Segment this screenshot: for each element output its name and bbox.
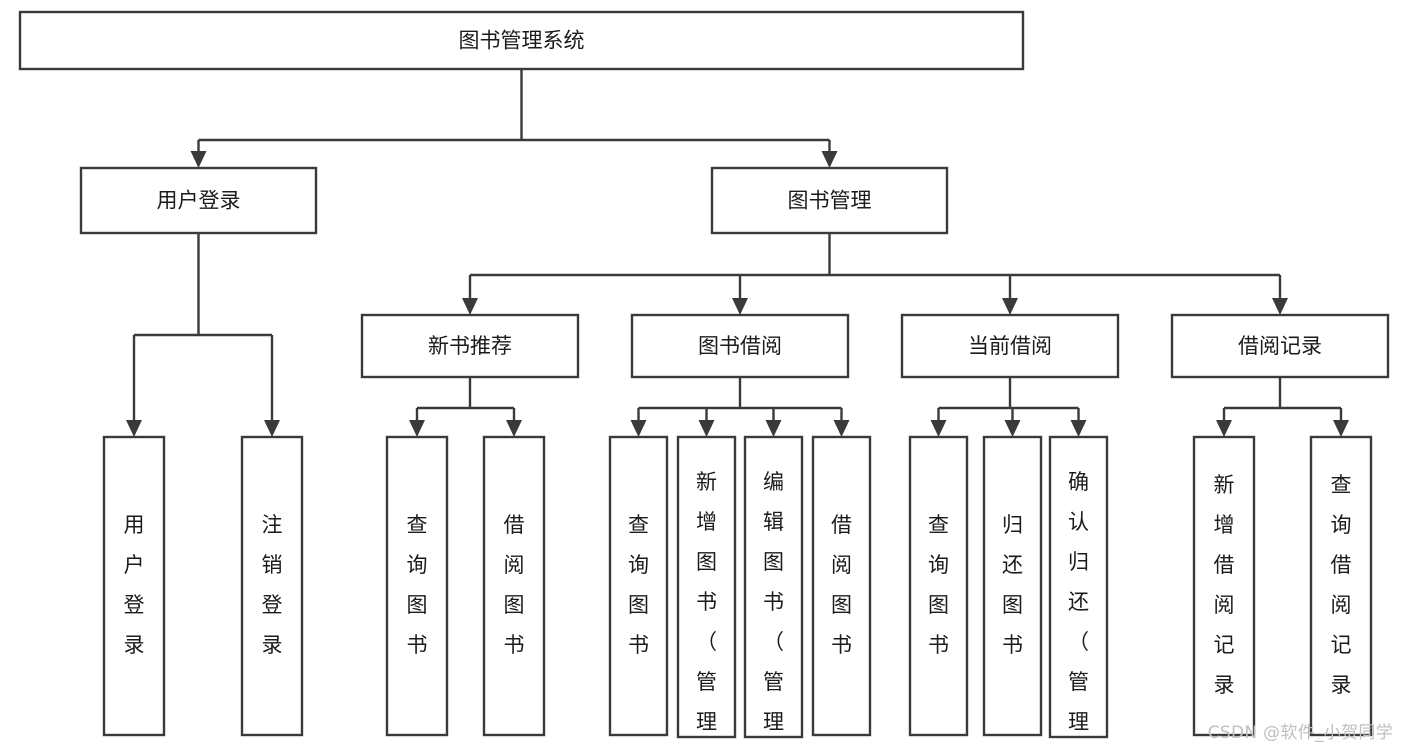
node-leaf-12-查询借阅记录[interactable]: 查询借阅记录 [1309,435,1373,737]
node-leaf-2-查询图书[interactable]: 查询图书 [385,435,449,737]
node-root-图书管理系统[interactable]: 图书管理系统 [18,10,1025,71]
node-leaf-1-注销登录-label: 注销登录 [262,513,283,657]
node-leaf-9-归还图书-rect [982,435,1043,737]
node-l2-图书管理[interactable]: 图书管理 [710,166,949,235]
arrow-head-icon-l3-1-3 [833,420,850,437]
node-leaf-12-查询借阅记录-label: 查询借阅记录 [1331,473,1352,697]
node-leaf-4-查询图书-label: 查询图书 [628,513,649,657]
node-leaf-10-确认归还管理员-label: 确认归还（管理员） [1068,470,1089,747]
arrow-head-icon-l3-2-0 [930,420,947,437]
arrow-head-icon-mgmt-0 [462,298,478,315]
arrow-head-icon-root-1 [821,151,838,168]
node-leaf-7-借阅图书[interactable]: 借阅图书 [811,435,872,737]
arrow-head-icon-login-0 [126,420,142,437]
node-root-图书管理系统-rect [18,10,1025,71]
node-l3-新书推荐-label: 新书推荐 [428,334,512,358]
node-leaf-7-借阅图书-rect [811,435,872,737]
node-leaf-3-借阅图书[interactable]: 借阅图书 [482,435,546,737]
node-leaf-9-归还图书-label: 归还图书 [1002,513,1023,657]
arrow-head-icon-l3-3-0 [1216,420,1232,437]
node-leaf-12-查询借阅记录-rect [1309,435,1373,737]
arrow-head-icon-l3-1-0 [630,420,647,437]
arrow-head-icon-l3-0-0 [409,420,425,437]
node-l2-用户登录[interactable]: 用户登录 [79,166,318,235]
node-leaf-3-借阅图书-label: 借阅图书 [504,513,525,657]
node-leaf-5-新增图书管理员-rect [676,435,737,739]
connectors-layer [126,69,1349,437]
node-l3-新书推荐[interactable]: 新书推荐 [360,313,580,379]
node-leaf-8-查询图书-rect [908,435,969,737]
node-l2-图书管理-label: 图书管理 [788,189,872,213]
node-leaf-10-确认归还管理员-rect [1048,435,1109,739]
arrow-head-icon-l3-3-1 [1333,420,1349,437]
arrow-head-icon-l3-1-2 [765,420,782,437]
node-l3-借阅记录-label: 借阅记录 [1238,334,1322,358]
node-leaf-4-查询图书-rect [608,435,669,737]
node-leaf-0-用户登录[interactable]: 用户登录 [102,435,166,737]
node-leaf-1-注销登录-rect [240,435,304,737]
node-leaf-0-用户登录-label: 用户登录 [124,513,145,657]
node-l3-图书借阅-rect [630,313,850,379]
arrow-head-icon-mgmt-1 [732,298,748,315]
node-root-图书管理系统-label: 图书管理系统 [459,29,585,53]
arrow-head-icon-mgmt-2 [1002,298,1018,315]
node-l3-当前借阅-label: 当前借阅 [968,334,1052,358]
node-leaf-0-用户登录-rect [102,435,166,737]
arrow-head-icon-l3-1-1 [698,420,715,437]
node-l3-当前借阅-rect [900,313,1120,379]
node-l3-新书推荐-rect [360,313,580,379]
node-leaf-7-借阅图书-label: 借阅图书 [831,513,852,657]
node-l2-图书管理-rect [710,166,949,235]
arrow-head-icon-l3-2-2 [1070,420,1087,437]
node-l3-借阅记录[interactable]: 借阅记录 [1170,313,1390,379]
node-leaf-8-查询图书[interactable]: 查询图书 [908,435,969,737]
arrow-head-icon-l3-0-1 [506,420,522,437]
node-leaf-11-新增借阅记录-rect [1192,435,1256,737]
node-leaf-4-查询图书[interactable]: 查询图书 [608,435,669,737]
node-leaf-2-查询图书-label: 查询图书 [407,513,428,657]
arrow-head-icon-login-1 [264,420,280,437]
node-leaf-6-编辑图书管理员-rect [743,435,804,739]
node-leaf-10-确认归还管理员[interactable]: 确认归还（管理员） [1048,435,1109,747]
arrow-head-icon-mgmt-3 [1272,298,1288,315]
node-leaf-6-编辑图书管理员-label: 编辑图书（管理员） [763,470,784,747]
node-leaf-2-查询图书-rect [385,435,449,737]
node-leaf-5-新增图书管理员-label: 新增图书（管理员） [696,470,717,747]
node-l3-当前借阅[interactable]: 当前借阅 [900,313,1120,379]
node-leaf-1-注销登录[interactable]: 注销登录 [240,435,304,737]
node-l3-借阅记录-rect [1170,313,1390,379]
node-leaf-5-新增图书管理员[interactable]: 新增图书（管理员） [676,435,737,747]
nodes-layer: 图书管理系统用户登录图书管理新书推荐图书借阅当前借阅借阅记录用户登录注销登录查询… [18,10,1390,747]
node-l2-用户登录-rect [79,166,318,235]
node-leaf-9-归还图书[interactable]: 归还图书 [982,435,1043,737]
node-l3-图书借阅[interactable]: 图书借阅 [630,313,850,379]
node-leaf-11-新增借阅记录-label: 新增借阅记录 [1214,473,1235,697]
node-leaf-3-借阅图书-rect [482,435,546,737]
node-leaf-11-新增借阅记录[interactable]: 新增借阅记录 [1192,435,1256,737]
node-l2-用户登录-label: 用户登录 [157,189,241,213]
arrow-head-icon-l3-2-1 [1004,420,1021,437]
arrow-head-icon-root-0 [190,151,207,168]
node-leaf-6-编辑图书管理员[interactable]: 编辑图书（管理员） [743,435,804,747]
node-l3-图书借阅-label: 图书借阅 [698,334,782,358]
node-leaf-8-查询图书-label: 查询图书 [928,513,949,657]
